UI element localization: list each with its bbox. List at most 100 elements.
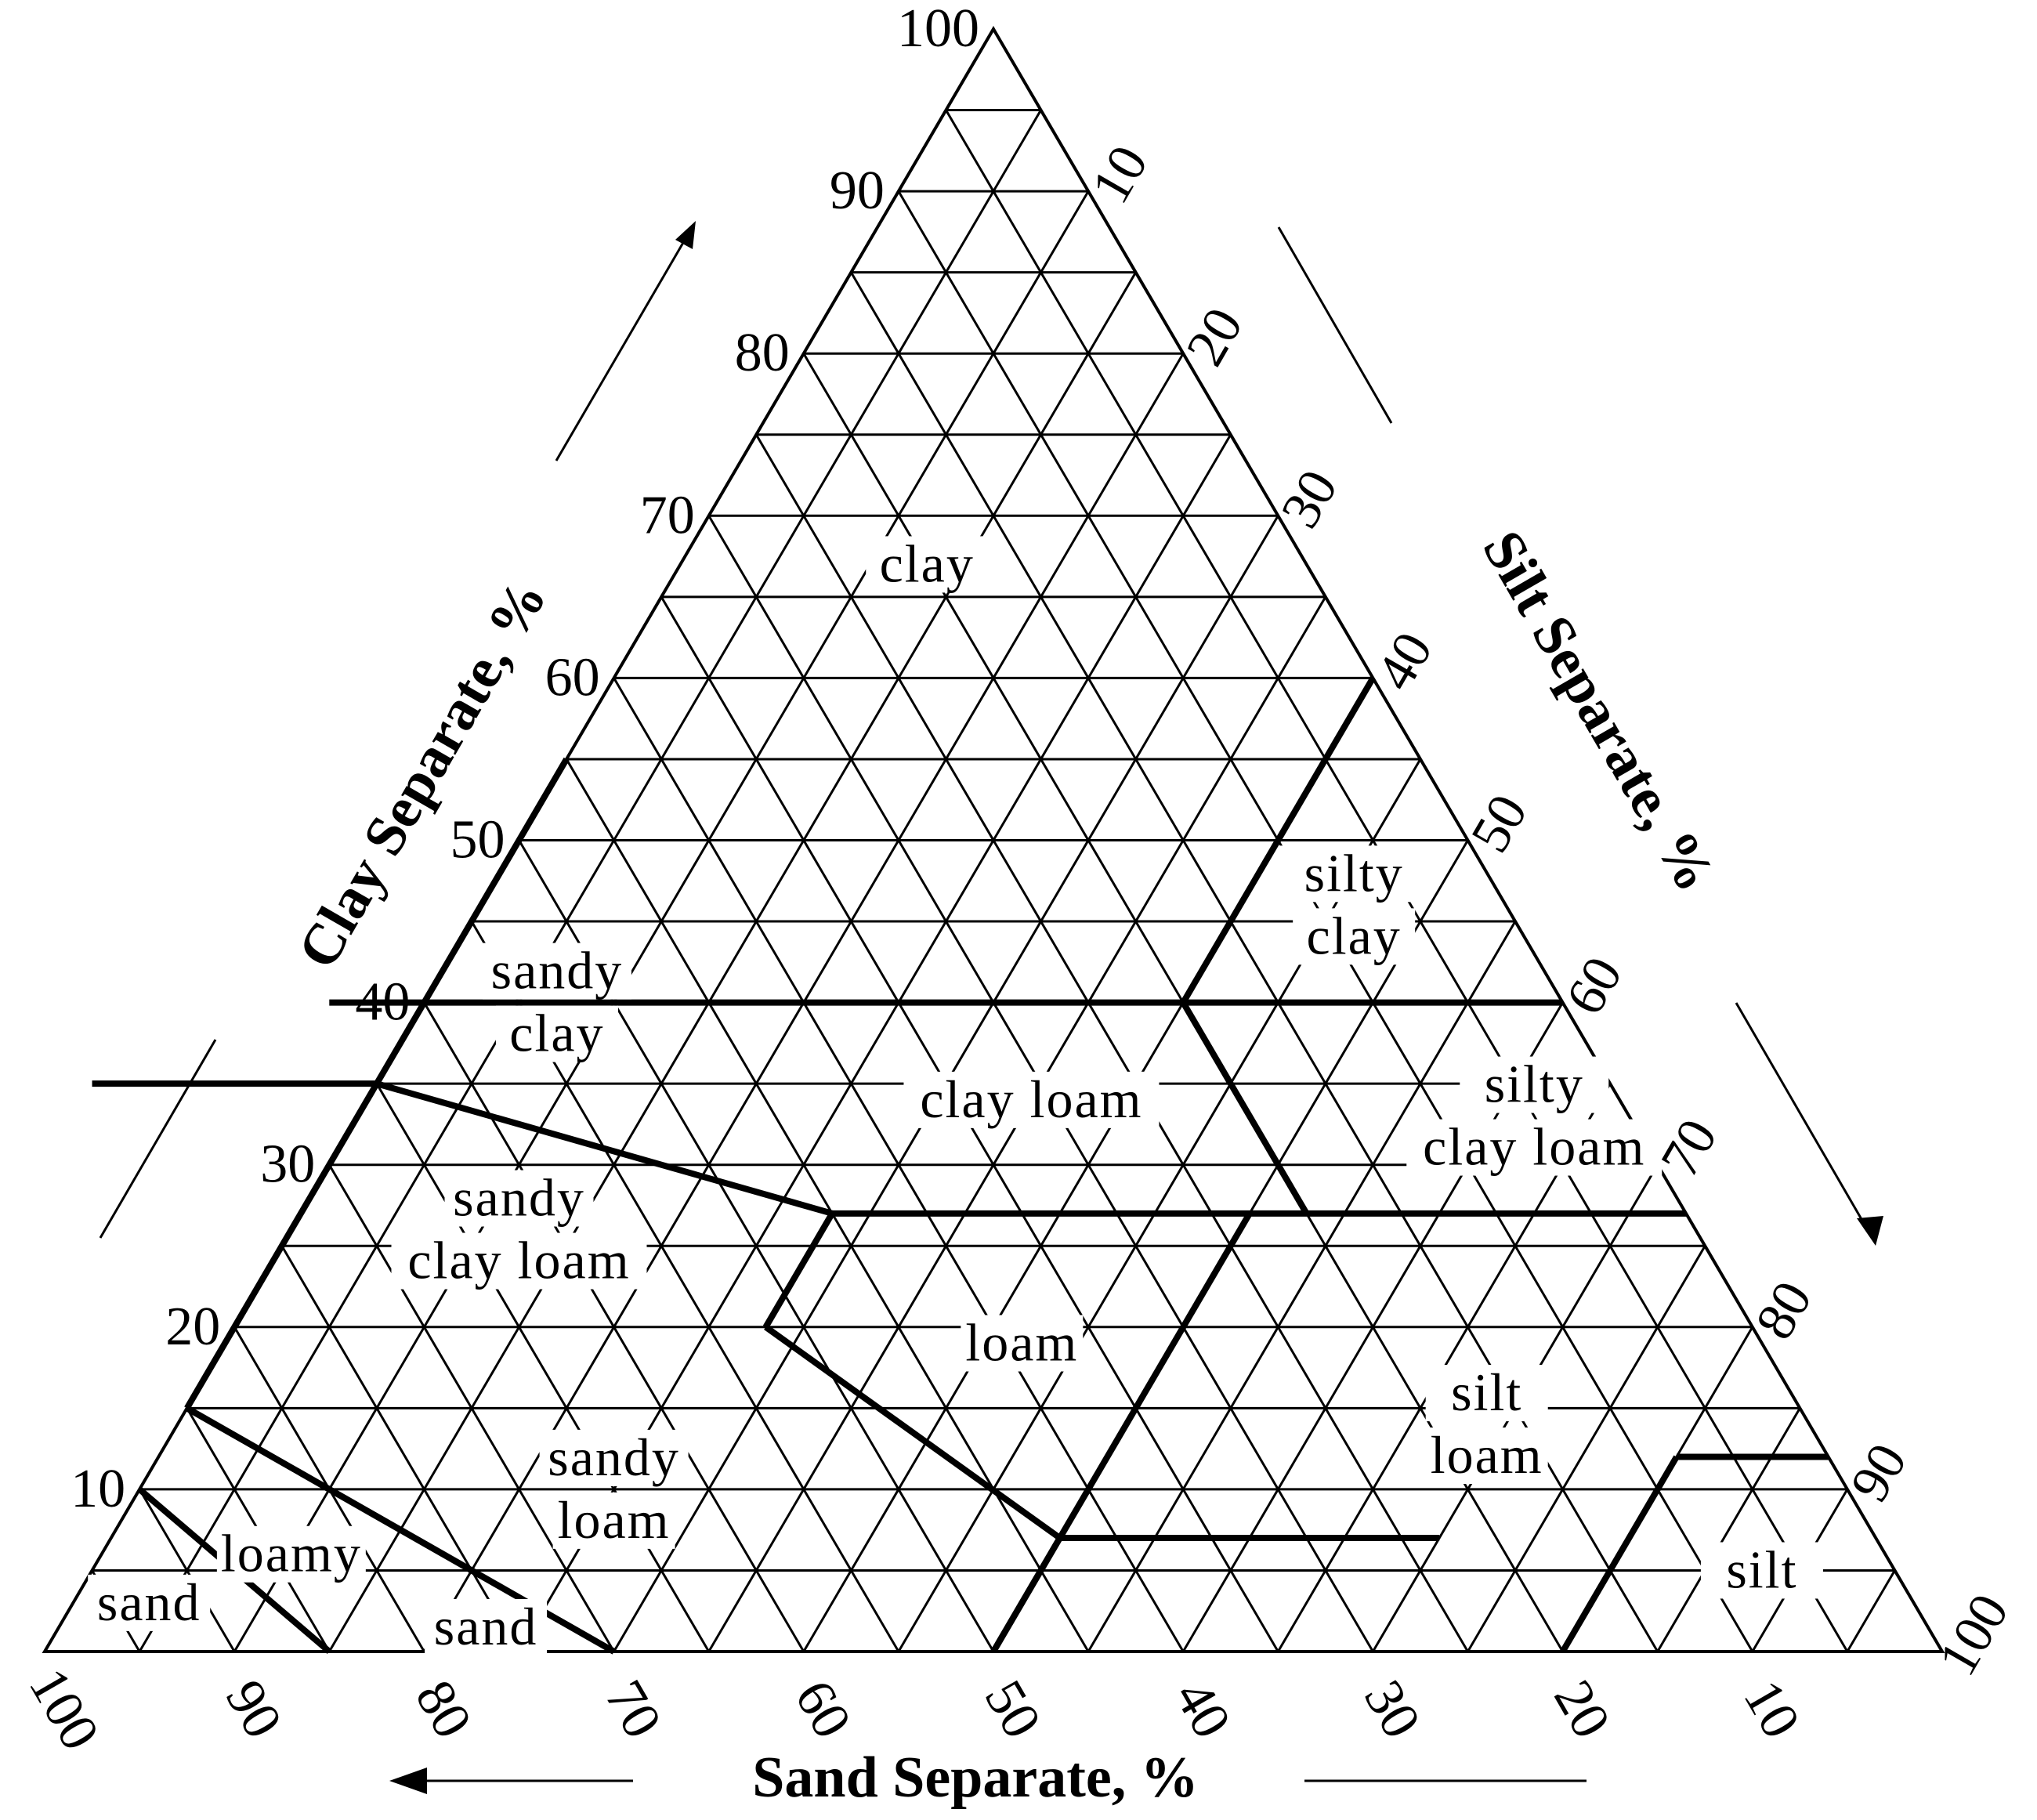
sand-tick-label: 30 <box>1352 1670 1432 1748</box>
silt-axis-arrowhead <box>1857 1216 1883 1246</box>
grid-line-sand <box>754 433 1469 1652</box>
silt-tick-label: 10 <box>1080 136 1160 213</box>
class-boundary-line <box>1180 1000 1310 1215</box>
class-boundaries <box>92 676 1829 1655</box>
class-boundary-line <box>990 1211 1253 1654</box>
grid-line-sand <box>280 1245 520 1652</box>
sand-axis-title: Sand Separate, % <box>752 1746 1198 1810</box>
class-label-bg <box>1279 845 1429 903</box>
grid-line-sand <box>850 271 1659 1652</box>
triangle-frame <box>42 26 1945 1653</box>
silt-tick-label: 60 <box>1554 947 1634 1025</box>
class-label-silt: silt <box>1700 1540 1823 1599</box>
clay-axis-arrowhead <box>675 221 696 249</box>
class-boundary-line <box>762 1211 835 1329</box>
silt-axis-arrow-line <box>1735 1002 1869 1231</box>
class-label-bg <box>961 1315 1084 1372</box>
class-label-bg <box>1406 1119 1663 1176</box>
clay-axis-deco-line <box>99 1039 217 1239</box>
class-label-bg <box>1460 1056 1609 1113</box>
class-label-bg <box>1425 1427 1548 1485</box>
class-label-text: loam <box>1431 1425 1543 1485</box>
clay-axis-title: Clay Separate, % <box>285 569 559 979</box>
class-label-text: sandy <box>548 1427 680 1487</box>
class-boundary-line <box>375 1080 834 1217</box>
class-label-bg <box>1700 1542 1823 1599</box>
class-label-bg <box>552 1492 675 1549</box>
class-label-clay-loam: clay loam <box>903 1069 1160 1129</box>
grid-line-silt <box>1467 1245 1706 1652</box>
class-label-text: clay loam <box>1423 1117 1645 1177</box>
clay-axis-arrow-line <box>555 231 691 461</box>
silt-axis-deco-line <box>1277 226 1393 424</box>
silt-tick-label: 100 <box>1927 1584 2021 1685</box>
class-label-text: clay <box>880 534 975 593</box>
class-boundary-line <box>764 1324 1062 1541</box>
class-label-text: clay loam <box>920 1069 1142 1129</box>
grid-line-silt <box>1087 921 1517 1652</box>
clay-tick-label: 70 <box>640 485 695 545</box>
class-label-text: sand <box>434 1597 538 1656</box>
class-label-bg <box>903 1071 1160 1128</box>
clay-tick-label: 90 <box>830 161 885 221</box>
sand-tick-label: 10 <box>1731 1670 1811 1748</box>
grid-line-sand <box>138 1489 236 1652</box>
class-label-bg <box>444 1170 594 1227</box>
class-label-text: loam <box>558 1490 671 1550</box>
grid-line-silt <box>897 758 1422 1652</box>
sand-tick-label: 70 <box>593 1670 673 1748</box>
grid-line-silt <box>1656 1407 1801 1652</box>
class-label-bg <box>425 1598 548 1655</box>
class-label-text: clay <box>1307 906 1402 965</box>
class-label-text: silt <box>1726 1540 1797 1599</box>
class-boundary-line <box>1180 676 1376 1004</box>
sand-tick-label: 20 <box>1542 1670 1622 1748</box>
grid-line-sand <box>328 1163 615 1652</box>
clay-tick-label: 50 <box>450 810 505 870</box>
class-label-bg <box>1425 1365 1548 1422</box>
sand-axis-arrowhead <box>389 1768 427 1794</box>
clay-tick-label: 10 <box>71 1459 125 1519</box>
class-label-bg <box>482 943 631 1000</box>
class-label-text: loamy <box>221 1524 362 1583</box>
grid-line-silt <box>1846 1569 1896 1652</box>
clay-tick-label: 100 <box>897 0 979 59</box>
sand-tick-label: 60 <box>783 1670 863 1748</box>
class-label-bg <box>1293 908 1416 965</box>
tick-labels: 1020304050607080901001020304050607080901… <box>17 0 2021 1760</box>
silt-tick-label: 80 <box>1744 1272 1824 1349</box>
class-label-text: clay loam <box>407 1231 630 1290</box>
sand-tick-label: 50 <box>973 1670 1053 1748</box>
class-label-clay: clay <box>866 534 989 593</box>
class-boundary-line <box>1560 1455 1680 1654</box>
class-label-bg <box>216 1525 366 1583</box>
clay-tick-label: 80 <box>735 323 790 383</box>
class-label-sand: sand <box>88 1572 211 1632</box>
grid-line-silt <box>328 271 1137 1652</box>
silt-tick-label: 90 <box>1840 1434 1919 1511</box>
class-label-text: loam <box>965 1313 1078 1373</box>
class-label-bg <box>539 1429 689 1486</box>
silt-tick-label: 20 <box>1175 298 1255 375</box>
sand-tick-label: 90 <box>214 1670 294 1748</box>
silt-tick-label: 50 <box>1460 785 1540 863</box>
sand-tick-label: 40 <box>1163 1670 1243 1748</box>
class-label-loamy-sand: loamy <box>216 1524 366 1583</box>
clay-tick-label: 30 <box>260 1134 315 1195</box>
class-label-text: sand <box>97 1572 201 1632</box>
class-label-loam: loam <box>961 1313 1084 1373</box>
clay-tick-label: 40 <box>355 972 410 1033</box>
class-label-text: silt <box>1451 1362 1522 1422</box>
grid-line-sand <box>375 1083 710 1652</box>
clay-tick-label: 20 <box>165 1297 220 1357</box>
grid-line-sand <box>565 758 1090 1652</box>
class-label-text: sandy <box>491 941 624 1000</box>
